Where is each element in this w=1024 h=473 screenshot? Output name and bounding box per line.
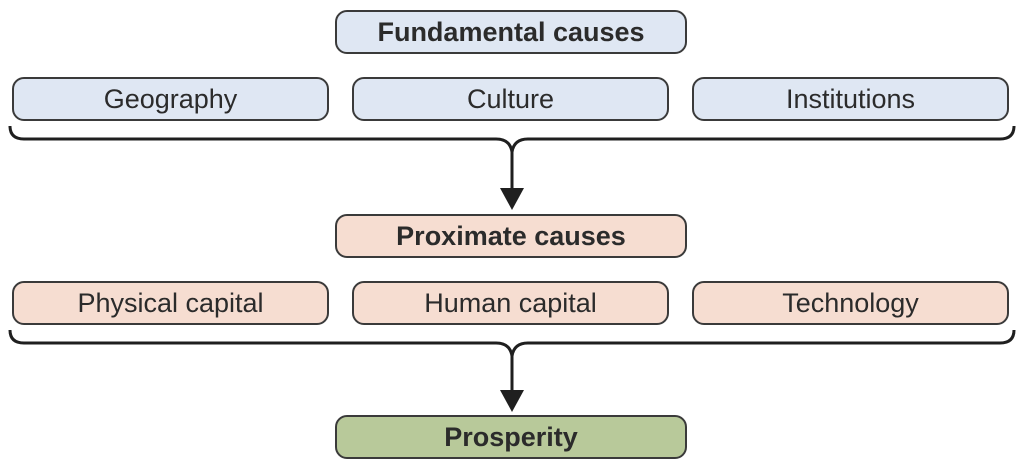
culture-box: Culture xyxy=(352,77,669,121)
fundamental-causes-label: Fundamental causes xyxy=(377,16,645,47)
geography-box: Geography xyxy=(12,77,329,121)
fundamental-arrowhead xyxy=(500,188,524,210)
human-capital-label: Human capital xyxy=(424,287,597,318)
physical-capital-box: Physical capital xyxy=(12,281,329,325)
technology-label: Technology xyxy=(782,287,919,318)
proximate-causes-label: Proximate causes xyxy=(396,220,626,251)
prosperity-label: Prosperity xyxy=(444,421,578,452)
culture-label: Culture xyxy=(466,83,555,114)
physical-capital-label: Physical capital xyxy=(77,287,264,318)
fundamental-causes-box: Fundamental causes xyxy=(335,10,687,54)
institutions-label: Institutions xyxy=(785,83,916,114)
fundamental-brace xyxy=(8,125,1016,153)
proximate-causes-box: Proximate causes xyxy=(335,214,687,258)
proximate-arrowhead xyxy=(500,390,524,412)
proximate-brace xyxy=(8,329,1016,357)
technology-box: Technology xyxy=(692,281,1009,325)
prosperity-box: Prosperity xyxy=(335,415,687,459)
geography-label: Geography xyxy=(103,83,238,114)
institutions-box: Institutions xyxy=(692,77,1009,121)
human-capital-box: Human capital xyxy=(352,281,669,325)
